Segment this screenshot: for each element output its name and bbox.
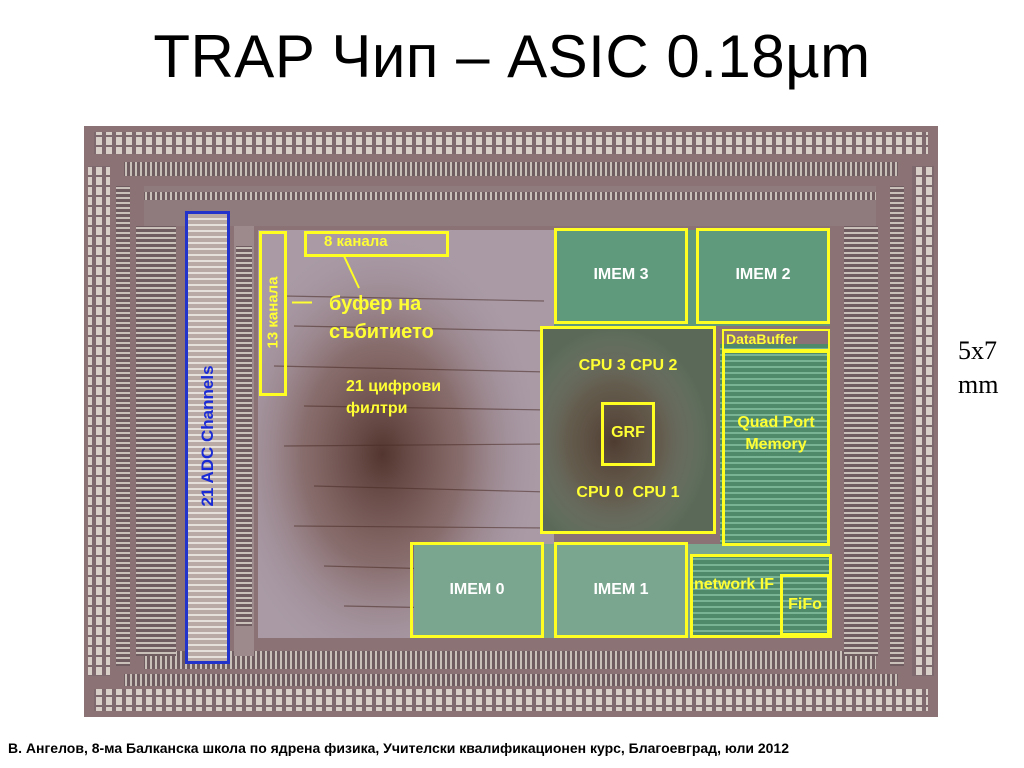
channels-13-label: 13 канала: [264, 276, 282, 349]
fifo-box: [780, 574, 830, 636]
chip-die-graphic: [84, 126, 938, 717]
quad-port-memory-label: Quad Port Memory: [737, 414, 815, 453]
chip-size-note: 5x7 mm: [958, 336, 999, 399]
imem2-label: IMEM 2: [735, 266, 791, 283]
network-if-label: network IF: [693, 576, 774, 593]
imem2-box: [696, 228, 830, 324]
event-buffer-label: буфер на събитието: [329, 293, 434, 343]
imem0-label: IMEM 0: [449, 581, 505, 598]
adc-channels-label: 21 ADC Channels: [198, 365, 217, 507]
imem0-box: [410, 542, 544, 638]
network-if-box: [690, 554, 832, 638]
event-buffer-dash: —: [292, 291, 312, 313]
quad-port-memory-box: [722, 350, 830, 546]
channels-8-box: [304, 231, 449, 257]
channels-8-label: 8 канала: [324, 233, 388, 250]
digital-filters-label: 21 цифрови филтри: [346, 378, 442, 417]
imem1-label: IMEM 1: [593, 581, 649, 598]
adc-channels-box: [185, 211, 230, 664]
chip-die-photo: 21 ADC Channels 13 канала 8 канала — буф…: [84, 126, 938, 717]
databuffer-label: DataBuffer: [726, 331, 798, 347]
fifo-label: FiFo: [788, 596, 822, 613]
cpu32-label: CPU 3 CPU 2: [578, 357, 678, 374]
slide-title: TRAP Чип – ASIC 0.18µm: [153, 23, 871, 90]
pointer-line: [343, 256, 360, 289]
imem3-label: IMEM 3: [593, 266, 649, 283]
grf-box: [601, 402, 655, 466]
cpu-core-box: [540, 326, 716, 534]
imem3-box: [554, 228, 688, 324]
cpu01-label: CPU 0 CPU 1: [576, 484, 680, 501]
imem1-box: [554, 542, 688, 638]
slide-footer: В. Ангелов, 8-ма Балканска школа по ядре…: [8, 740, 789, 756]
channels-13-box: [259, 231, 287, 396]
grf-label: GRF: [611, 424, 645, 441]
